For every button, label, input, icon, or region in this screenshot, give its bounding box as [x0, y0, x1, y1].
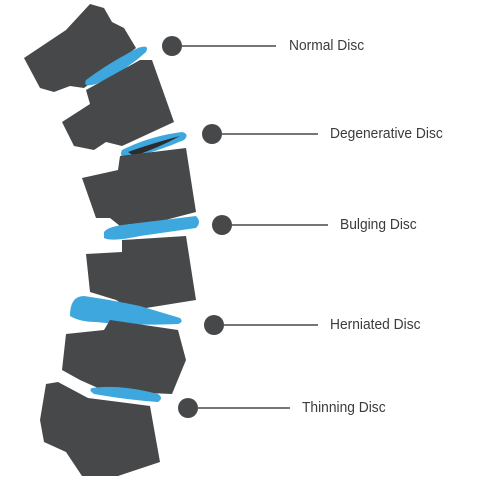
label-bulging-disc: Bulging Disc [340, 216, 417, 233]
label-degenerative-disc: Degenerative Disc [330, 125, 443, 142]
vertebra-5 [62, 320, 186, 394]
normal-disc [85, 46, 147, 86]
vertebra-3 [82, 148, 196, 226]
thinning-disc [90, 386, 161, 402]
vertebra-1 [24, 4, 136, 92]
label-normal-disc: Normal Disc [289, 37, 365, 54]
label-thinning-disc: Thinning Disc [302, 399, 386, 416]
herniated-disc [70, 296, 182, 325]
vertebra-2 [62, 60, 174, 150]
callout-thinning [178, 398, 290, 418]
degenerative-disc-crack [128, 136, 180, 156]
vertebra-6 [40, 382, 160, 476]
callout-bulging [212, 215, 328, 235]
bulging-disc [104, 216, 199, 240]
vertebra-4 [86, 236, 196, 308]
label-herniated-disc: Herniated Disc [330, 316, 421, 333]
callout-degenerative [202, 124, 318, 144]
callout-herniated [204, 315, 318, 335]
callout-normal [162, 36, 276, 56]
